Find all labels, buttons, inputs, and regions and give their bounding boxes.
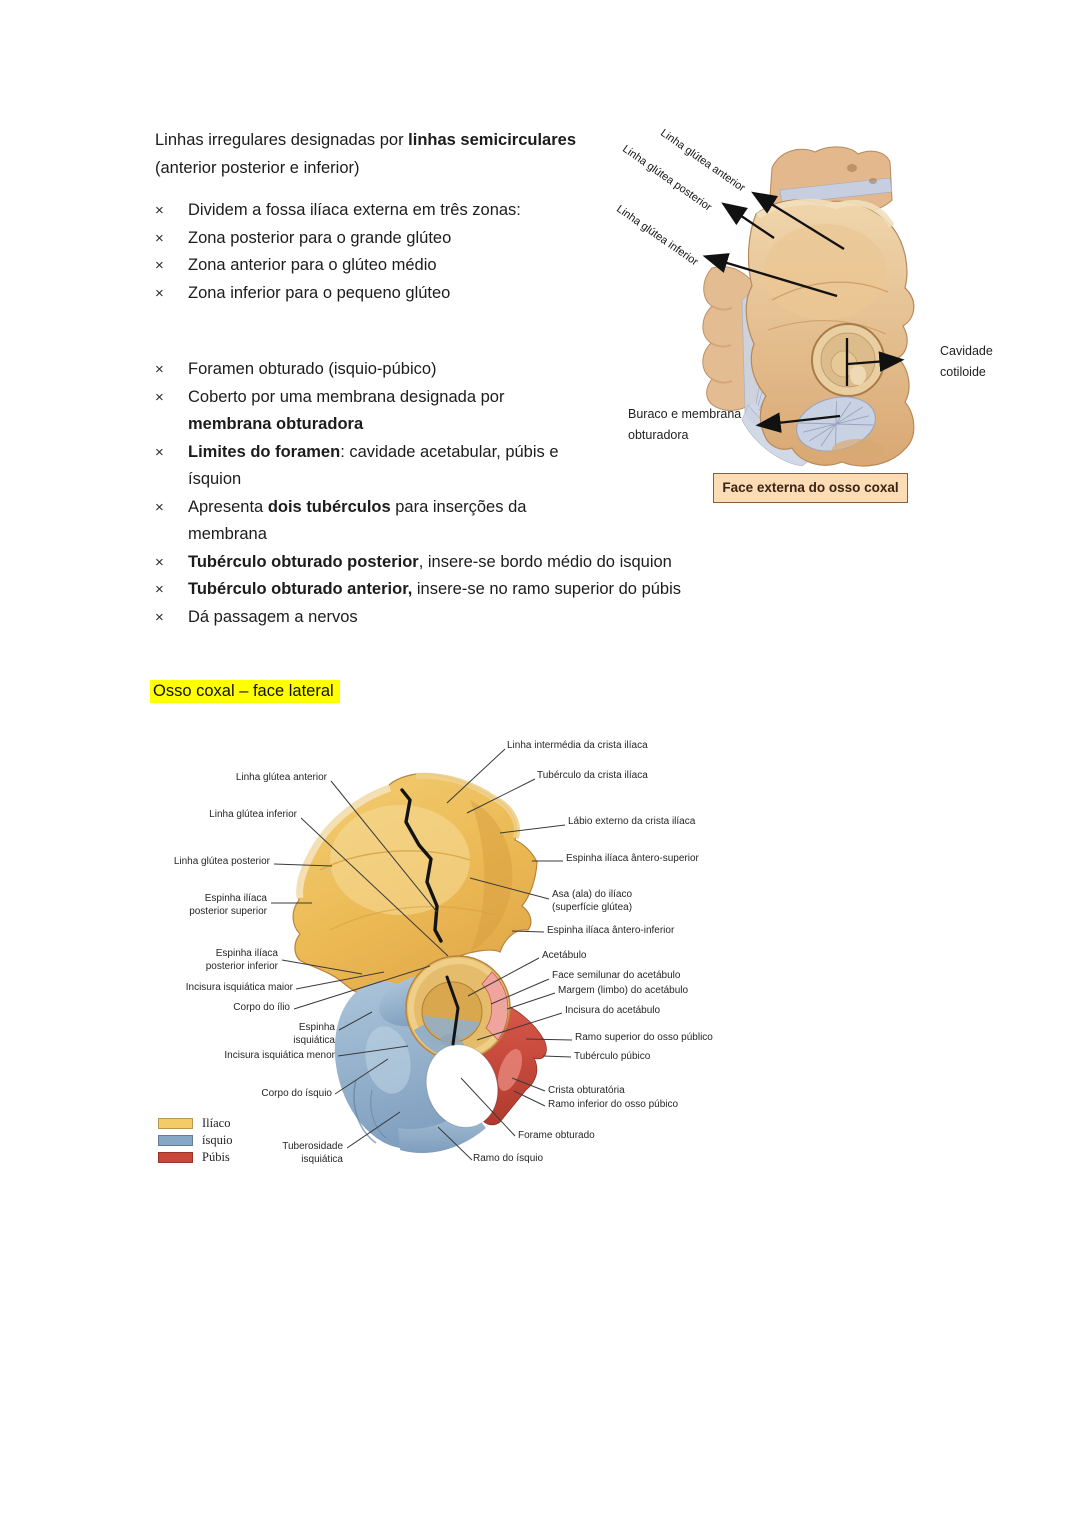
list-item: × Zona inferior para o pequeno glúteo [155, 280, 521, 308]
fig2-label-espinha-isquiatica: Espinha isquiática [293, 1022, 335, 1046]
legend-row: ísquio [158, 1133, 233, 1147]
legend-swatch [158, 1152, 193, 1163]
fig2-label-acetabulo: Acetábulo [542, 950, 587, 961]
fig2-label-linha-glutea-inferior: Linha glútea inferior [209, 809, 297, 820]
list-item-text: Foramen obturado (isquio-púbico) [188, 360, 437, 378]
legend-swatch [158, 1135, 193, 1146]
fig2-label-incisura-isquiatica-maior: Incisura isquiática maior [185, 982, 293, 993]
list-item-text: Tubérculo obturado posterior, insere-se … [188, 552, 672, 571]
bullet-list-foramen: × Foramen obturado (isquio-púbico) × Cobert… [155, 356, 681, 631]
fig1-label-cavidade-cotiloide: Cavidade cotiloide [940, 344, 993, 379]
list-item: × Zona posterior para o grande glúteo [155, 225, 521, 253]
fig2-label-incisura-acetabulo: Incisura do acetábulo [565, 1005, 661, 1016]
fig2-label-corpo-do-ilio: Corpo do ílio [233, 1002, 290, 1013]
list-item-text: Apresenta dois tubérculos para inserções… [188, 497, 527, 544]
list-item: × Dividem a fossa ilíaca externa em três … [155, 197, 521, 225]
list-item: × Tubérculo obturado posterior, insere-se… [155, 549, 681, 577]
bullet-marker: × [155, 284, 164, 302]
bullet-marker: × [155, 608, 164, 626]
fig2-label-face-semilunar: Face semilunar do acetábulo [552, 970, 681, 981]
fig2-hip-bone-lateral-illustration [271, 748, 573, 1161]
list-item: × Apresenta dois tubérculos para inserçõe… [155, 494, 681, 549]
list-item-text: Zona inferior para o pequeno glúteo [188, 283, 451, 302]
bullet-marker: × [155, 553, 164, 571]
fig2-label-ramo-do-isquio: Ramo do ísquio [473, 1153, 544, 1164]
bullet-marker: × [155, 388, 164, 406]
intro-line-1: Linhas irregulares designadas por linhas… [155, 131, 577, 149]
fig1-caption-box: Face externa do osso coxal [713, 473, 908, 503]
fig1-label-buraco-membrana: Buraco e membrana obturadora [628, 407, 742, 442]
bullet-marker: × [155, 581, 164, 598]
list-item-text: Dá passagem a nervos [188, 607, 358, 626]
legend-label: Púbis [202, 1150, 230, 1164]
fig2-label-tuberosidade-isquiatica: Tuberosidade isquiática [282, 1141, 343, 1165]
section-heading-highlight: Osso coxal – face lateral [150, 680, 340, 703]
fig1-hip-bone-external-illustration [702, 146, 915, 467]
legend-swatch [158, 1118, 193, 1129]
list-item: × Limites do foramen: cavidade acetabular… [155, 439, 681, 494]
list-item-text: Dividem a fossa ilíaca externa em três z… [188, 201, 521, 219]
fig2-label-labio-externo-crista: Lábio externo da crista ilíaca [568, 816, 696, 827]
fig2-label-espinha-antero-superior: Espinha ilíaca ântero-superior [566, 853, 699, 864]
fig2-label-asa-do-iliaco: Asa (ala) do ilíaco (superfície glútea) [552, 889, 633, 913]
section-heading: Osso coxal – face lateral [150, 680, 340, 703]
intro-paragraph: Linhas irregulares designadas por linhas… [155, 126, 576, 182]
legend-row: Ilíaco [158, 1116, 233, 1130]
fig2-label-espinha-iliaca-posterior-superior: Espinha ilíaca posterior superior [189, 893, 267, 917]
fig2-label-ramo-superior-pubis: Ramo superior do osso público [575, 1032, 713, 1043]
bullet-marker: × [155, 361, 164, 378]
legend-label: Ilíaco [202, 1116, 231, 1130]
fig2-label-tuberculo-crista: Tubérculo da crista ilíaca [537, 770, 648, 781]
fig2-label-espinha-iliaca-posterior-inferior: Espinha ilíaca posterior inferior [205, 948, 278, 972]
list-item-text: Limites do foramen: cavidade acetabular,… [188, 442, 559, 489]
fig2-label-tuberculo-pubico: Tubérculo púbico [574, 1051, 651, 1062]
fig2-label-incisura-isquiatica-menor: Incisura isquiática menor [224, 1050, 335, 1061]
list-item: × Dá passagem a nervos [155, 604, 681, 632]
fig2-label-forame-obturado: Forame obturado [518, 1130, 595, 1141]
intro-line-2: (anterior posterior e inferior) [155, 159, 360, 177]
fig2-label-linha-glutea-posterior: Linha glútea posterior [173, 856, 270, 867]
legend-label: ísquio [202, 1133, 233, 1147]
bullet-marker: × [155, 257, 164, 274]
fig2-label-linha-intermedia-crista: Linha intermédia da crista ilíaca [507, 740, 648, 751]
bullet-list-zones: × Dividem a fossa ilíaca externa em três … [155, 197, 521, 307]
fig2-label-margem-limbo: Margem (limbo) do acetábulo [558, 985, 689, 996]
bullet-marker: × [155, 443, 164, 461]
fig2-label-espinha-antero-inferior: Espinha ilíaca ântero-inferior [547, 925, 675, 936]
legend-row: Púbis [158, 1150, 233, 1164]
fig2-label-crista-obturatoria: Crista obturatória [548, 1085, 625, 1096]
list-item: × Zona anterior para o glúteo médio [155, 252, 521, 280]
bullet-marker: × [155, 229, 164, 247]
list-item: × Foramen obturado (isquio-púbico) [155, 356, 681, 384]
fig2-label-corpo-do-isquio: Corpo do ísquio [261, 1088, 332, 1099]
list-item-text: Zona posterior para o grande glúteo [188, 228, 452, 247]
fig2-label-linha-glutea-anterior: Linha glútea anterior [235, 772, 327, 783]
bullet-marker: × [155, 202, 164, 219]
list-item-text: Tubérculo obturado anterior, insere-se n… [188, 580, 682, 598]
list-item-text: Zona anterior para o glúteo médio [188, 256, 437, 274]
fig2-label-ramo-inferior-pubis: Ramo inferior do osso púbico [548, 1099, 679, 1110]
list-item: × Tubérculo obturado anterior, insere-se … [155, 576, 681, 604]
bullet-marker: × [155, 498, 164, 516]
